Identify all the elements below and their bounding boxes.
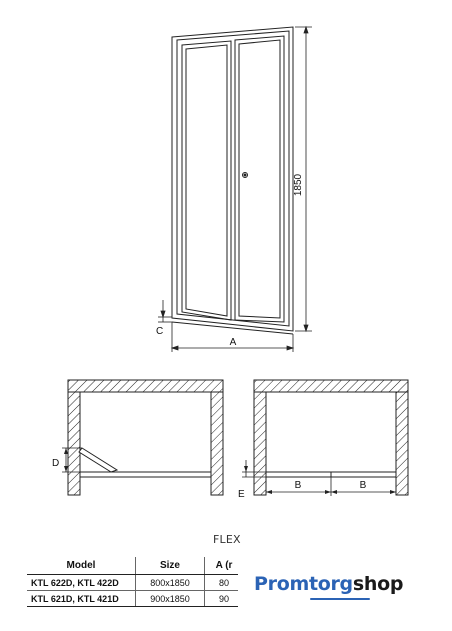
plan-view-right xyxy=(242,379,409,496)
d-label: D xyxy=(52,458,59,469)
width-a-dimension xyxy=(170,322,295,352)
row-model: KTL 622D, KTL 422D xyxy=(27,574,136,591)
promtorgshop-logo: Promtorgshop xyxy=(254,573,404,595)
folding-leaf xyxy=(78,447,119,473)
row-size: 900x1850 xyxy=(135,590,205,607)
row-model: KTL 621D, KTL 421D xyxy=(27,590,136,607)
door-left-panel xyxy=(181,40,232,321)
table-row: KTL 622D, KTL 422D 800x1850 80 xyxy=(27,574,243,591)
height-label: 1850 xyxy=(293,173,304,196)
row-size: 800x1850 xyxy=(135,574,205,591)
plan-view-left xyxy=(62,379,224,496)
logo-backdrop xyxy=(238,555,452,631)
c-dimension xyxy=(158,300,172,323)
b-left-label: B xyxy=(295,480,302,491)
row-a: 80 xyxy=(204,574,243,591)
c-label: C xyxy=(156,326,163,337)
series-name: FLEX xyxy=(213,533,241,546)
door-elevation xyxy=(171,26,294,335)
header-a: A (r xyxy=(204,557,243,575)
logo-underline xyxy=(310,598,370,600)
width-a-label: A xyxy=(230,337,237,348)
door-right-panel xyxy=(234,35,285,323)
row-a: 90 xyxy=(204,590,243,607)
e-label: E xyxy=(238,489,245,500)
header-size: Size xyxy=(135,557,205,575)
header-model: Model xyxy=(27,557,136,575)
table-row: KTL 621D, KTL 421D 900x1850 90 xyxy=(27,590,243,607)
spec-table: Model Size A (r KTL 622D, KTL 422D 800x1… xyxy=(27,557,243,607)
door-outer-frame xyxy=(171,26,294,332)
height-dimension xyxy=(295,25,312,333)
b-right-label: B xyxy=(360,480,367,491)
door-handle xyxy=(242,172,248,178)
